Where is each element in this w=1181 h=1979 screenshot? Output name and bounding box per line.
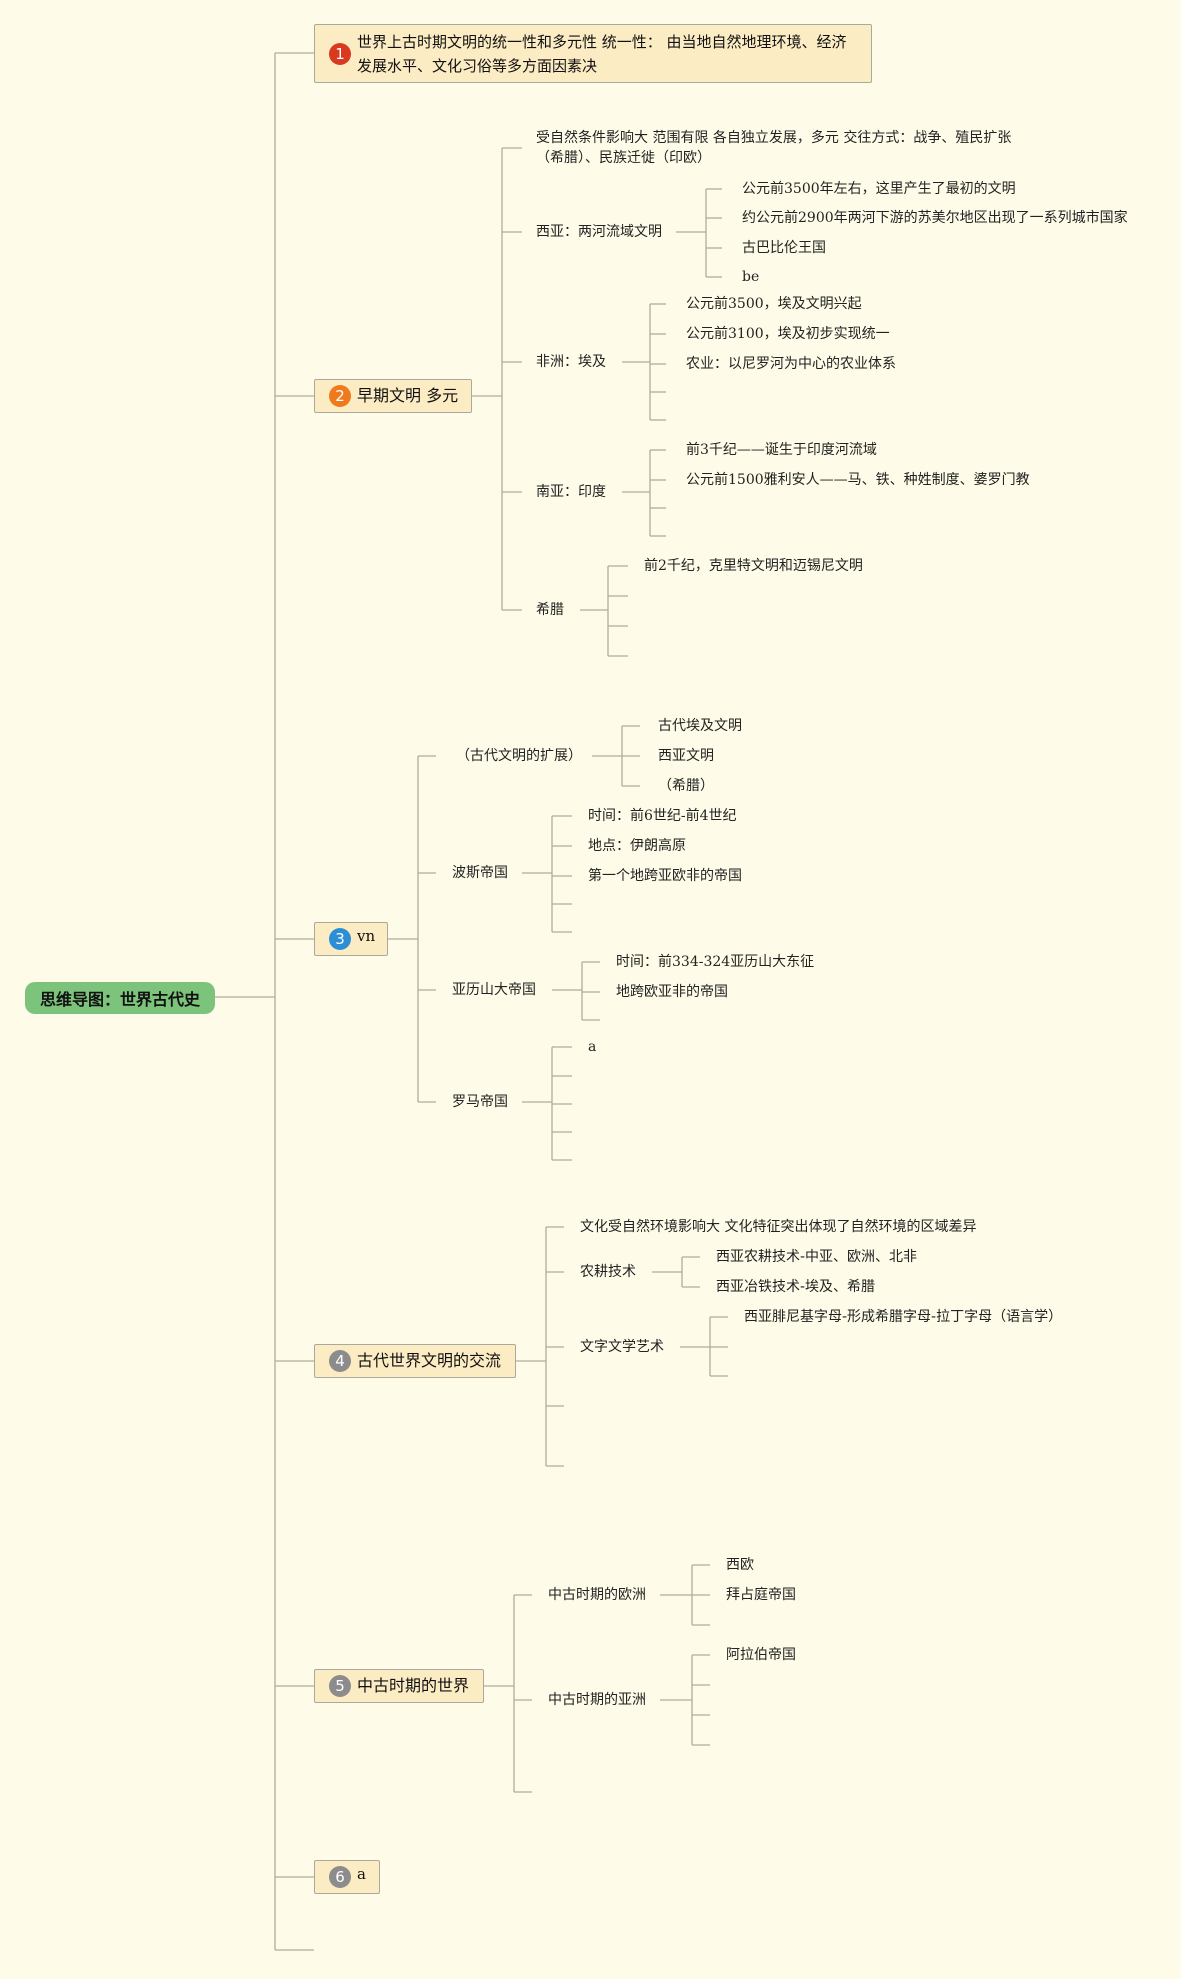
t3-bosi-item[interactable]: 地点：伊朗高原: [588, 838, 686, 854]
t2-xiya-item[interactable]: 古巴比伦王国: [742, 240, 826, 256]
t3-yalishanda-item[interactable]: 地跨欧亚非的帝国: [616, 984, 728, 1000]
t3-kuozhan-item[interactable]: 古代埃及文明: [658, 718, 742, 734]
topic-6[interactable]: 6 a: [314, 1860, 380, 1894]
t3-bosi-item[interactable]: 时间：前6世纪-前4世纪: [588, 808, 737, 824]
root-node[interactable]: 思维导图：世界古代史: [25, 982, 215, 1014]
t3-yalishanda-label[interactable]: 亚历山大帝国: [452, 982, 536, 998]
t2-feizhou-item[interactable]: 公元前3100，埃及初步实现统一: [686, 326, 890, 342]
t2-nanya-item[interactable]: 前3千纪——诞生于印度河流域: [686, 442, 877, 458]
t4-wenzi-label[interactable]: 文字文学艺术: [580, 1339, 664, 1355]
t3-bosi-item[interactable]: 第一个地跨亚欧非的帝国: [588, 868, 742, 884]
topic-5-label: 中古时期的世界: [357, 1676, 470, 1695]
topic-5[interactable]: 5 中古时期的世界: [314, 1669, 484, 1703]
t5-ouzhou-item[interactable]: 拜占庭帝国: [726, 1587, 796, 1603]
t2-xila-item[interactable]: 前2千纪，克里特文明和迈锡尼文明: [644, 558, 863, 574]
number-4-badge: 4: [329, 1350, 351, 1372]
t3-kuozhan-item[interactable]: 西亚文明: [658, 748, 714, 764]
topic-2-label: 早期文明 多元: [357, 386, 459, 405]
t5-yazhou-label[interactable]: 中古时期的亚洲: [548, 1692, 646, 1708]
number-6-badge: 6: [329, 1866, 351, 1888]
t2-feizhou-label[interactable]: 非洲：埃及: [536, 354, 606, 370]
t3-kuozhan-label[interactable]: （古代文明的扩展）: [456, 748, 582, 764]
t2-xiya-label[interactable]: 西亚：两河流域文明: [536, 224, 662, 240]
t2-xiya-item[interactable]: 公元前3500年左右，这里产生了最初的文明: [742, 181, 1016, 197]
topic-3[interactable]: 3 vn: [314, 922, 388, 956]
number-1-badge: 1: [329, 42, 351, 65]
t5-yazhou-item[interactable]: 阿拉伯帝国: [726, 1647, 796, 1663]
number-2-badge: 2: [329, 385, 351, 407]
topic-2[interactable]: 2 早期文明 多元: [314, 379, 472, 413]
t2-xiya-item[interactable]: 约公元前2900年两河下游的苏美尔地区出现了一系列城市国家: [742, 210, 1128, 226]
t3-luoma-label[interactable]: 罗马帝国: [452, 1094, 508, 1110]
t2-xila-label[interactable]: 希腊: [536, 602, 564, 618]
t2-feizhou-item[interactable]: 农业：以尼罗河为中心的农业体系: [686, 356, 896, 372]
t4-nonggeng-item[interactable]: 西亚冶铁技术-埃及、希腊: [716, 1279, 876, 1295]
topic-6-label: a: [357, 1865, 366, 1883]
t3-bosi-label[interactable]: 波斯帝国: [452, 865, 508, 881]
t2-feizhou-item[interactable]: 公元前3500，埃及文明兴起: [686, 296, 862, 312]
t5-ouzhou-label[interactable]: 中古时期的欧洲: [548, 1587, 646, 1603]
t2-nanya-item[interactable]: 公元前1500雅利安人——马、铁、种姓制度、婆罗门教: [686, 472, 1030, 488]
number-5-badge: 5: [329, 1675, 351, 1697]
topic-4[interactable]: 4 古代世界文明的交流: [314, 1344, 516, 1378]
t3-yalishanda-item[interactable]: 时间：前334-324亚历山大东征: [616, 954, 815, 970]
t2-xiya-item[interactable]: be: [742, 269, 760, 285]
t4-nonggeng-item[interactable]: 西亚农耕技术-中亚、欧洲、北非: [716, 1249, 918, 1265]
t4-wenzi-item[interactable]: 西亚腓尼基字母-形成希腊字母-拉丁字母（语言学）: [744, 1309, 1063, 1325]
t3-luoma-item[interactable]: a: [588, 1039, 597, 1055]
topic-4-label: 古代世界文明的交流: [357, 1351, 502, 1370]
t3-kuozhan-item[interactable]: （希腊）: [658, 778, 714, 794]
number-3-badge: 3: [329, 928, 351, 950]
t2-intro[interactable]: 受自然条件影响大 范围有限 各自独立发展，多元 交往方式：战争、殖民扩张（希腊）…: [536, 130, 1012, 166]
t4-nonggeng-label[interactable]: 农耕技术: [580, 1264, 636, 1280]
topic-1-label: 世界上古时期文明的统一性和多元性 统一性： 由当地自然地理环境、经济发展水平、文…: [357, 32, 847, 75]
topic-1[interactable]: 1 世界上古时期文明的统一性和多元性 统一性： 由当地自然地理环境、经济发展水平…: [314, 24, 872, 83]
t2-nanya-label[interactable]: 南亚：印度: [536, 484, 606, 500]
t4-intro[interactable]: 文化受自然环境影响大 文化特征突出体现了自然环境的区域差异: [580, 1219, 977, 1235]
t5-ouzhou-item[interactable]: 西欧: [726, 1557, 754, 1573]
topic-3-label: vn: [357, 927, 376, 945]
